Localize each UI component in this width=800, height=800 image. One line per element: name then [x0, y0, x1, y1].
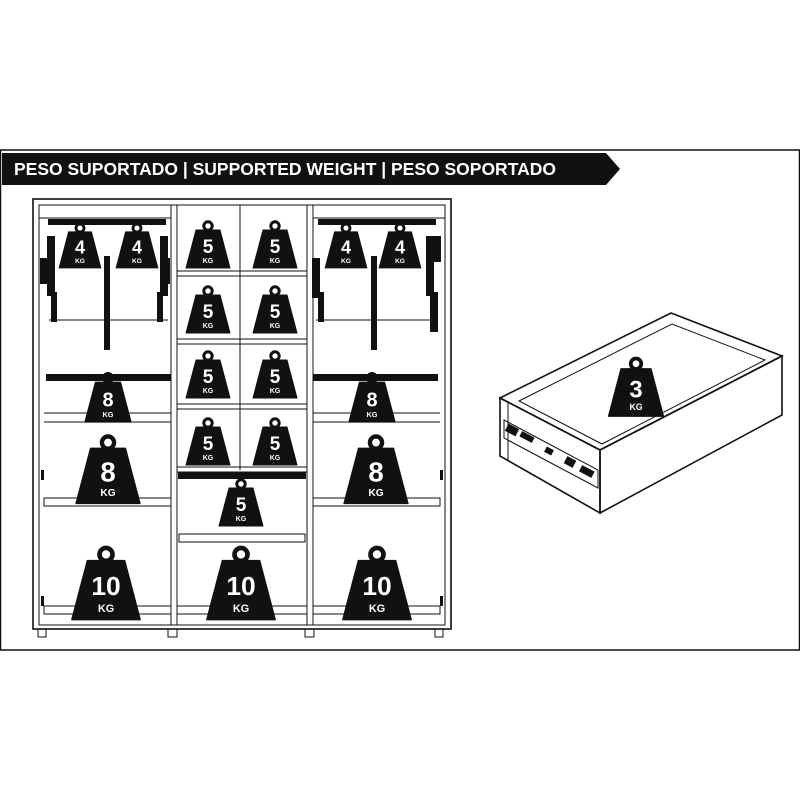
hanger-mechanism-left — [40, 219, 170, 350]
weight-unit: KG — [203, 258, 214, 265]
weight-icon-shelf-center-3b: 5KG — [252, 350, 298, 399]
weight-unit: KG — [203, 455, 214, 462]
weight-value: 5 — [270, 434, 281, 455]
weight-icon-rail-left: 8KG — [84, 371, 132, 423]
weight-value: 5 — [203, 302, 214, 323]
weight-value: 5 — [203, 367, 214, 388]
weight-icon-rail-center: 5KG — [218, 478, 264, 527]
weight-unit: KG — [341, 258, 351, 265]
weight-value: 3 — [629, 377, 642, 404]
weight-value: 8 — [366, 389, 377, 411]
weight-unit: KG — [270, 258, 281, 265]
weight-value: 8 — [100, 457, 115, 488]
weight-value: 5 — [203, 237, 214, 258]
weight-icon-shelf-center-1a: 5KG — [185, 220, 231, 269]
weight-unit: KG — [203, 323, 214, 330]
drawer-runner — [503, 419, 599, 489]
weight-icon-drawer: 3KG — [607, 356, 665, 417]
weight-icon-hanger-left-2: 4KG — [115, 222, 159, 269]
weight-unit: KG — [75, 258, 85, 265]
weight-value: 8 — [102, 389, 113, 411]
rail-left-bar — [46, 374, 171, 381]
weight-icon-hanger-left-1: 4KG — [58, 222, 102, 269]
hanger-mechanism-right — [312, 219, 441, 350]
weight-unit: KG — [132, 258, 142, 265]
weight-unit: KG — [203, 388, 214, 395]
weight-unit: KG — [367, 410, 378, 419]
weight-unit: KG — [103, 410, 114, 419]
weight-value: 5 — [203, 434, 214, 455]
weight-unit: KG — [270, 388, 281, 395]
weight-value: 5 — [236, 495, 247, 516]
weight-icon-shelf-right: 8KG — [343, 434, 409, 505]
weight-icon-rail-right: 8KG — [348, 371, 396, 423]
weight-value: 10 — [226, 571, 255, 601]
weight-value: 4 — [341, 238, 351, 258]
title-banner: PESO SUPORTADO | SUPPORTED WEIGHT | PESO… — [2, 153, 620, 185]
weight-value: 4 — [132, 238, 142, 258]
weight-unit: KG — [233, 603, 249, 615]
weight-value: 5 — [270, 302, 281, 323]
weight-icon-shelf-center-3a: 5KG — [185, 350, 231, 399]
weight-unit: KG — [368, 488, 383, 499]
rail-center-bar — [178, 472, 306, 479]
weight-icon-hanger-right-2: 4KG — [378, 222, 422, 269]
weight-unit: KG — [369, 603, 385, 615]
weight-icon-shelf-center-1b: 5KG — [252, 220, 298, 269]
weight-unit: KG — [98, 603, 114, 615]
weight-icon-shelf-center-2b: 5KG — [252, 285, 298, 334]
weight-value: 5 — [270, 367, 281, 388]
weight-icon-shelf-center-4b: 5KG — [252, 417, 298, 466]
weight-icon-hanger-right-1: 4KG — [324, 222, 368, 269]
weight-unit: KG — [629, 402, 642, 412]
drawer — [498, 312, 784, 515]
weight-unit: KG — [395, 258, 405, 265]
weight-icon-shelf-center-4a: 5KG — [185, 417, 231, 466]
weight-unit: KG — [270, 455, 281, 462]
weight-value: 5 — [270, 237, 281, 258]
weight-value: 4 — [75, 238, 85, 258]
weight-value: 10 — [362, 571, 391, 601]
weight-unit: KG — [236, 516, 247, 523]
weight-icon-shelf-center-2a: 5KG — [185, 285, 231, 334]
weight-unit: KG — [100, 488, 115, 499]
weight-value: 10 — [91, 571, 120, 601]
weight-value: 8 — [368, 457, 383, 488]
weight-icon-shelf-left: 8KG — [75, 434, 141, 505]
weight-value: 4 — [395, 238, 405, 258]
banner-title: PESO SUPORTADO | SUPPORTED WEIGHT | PESO… — [14, 159, 556, 179]
weight-unit: KG — [270, 323, 281, 330]
